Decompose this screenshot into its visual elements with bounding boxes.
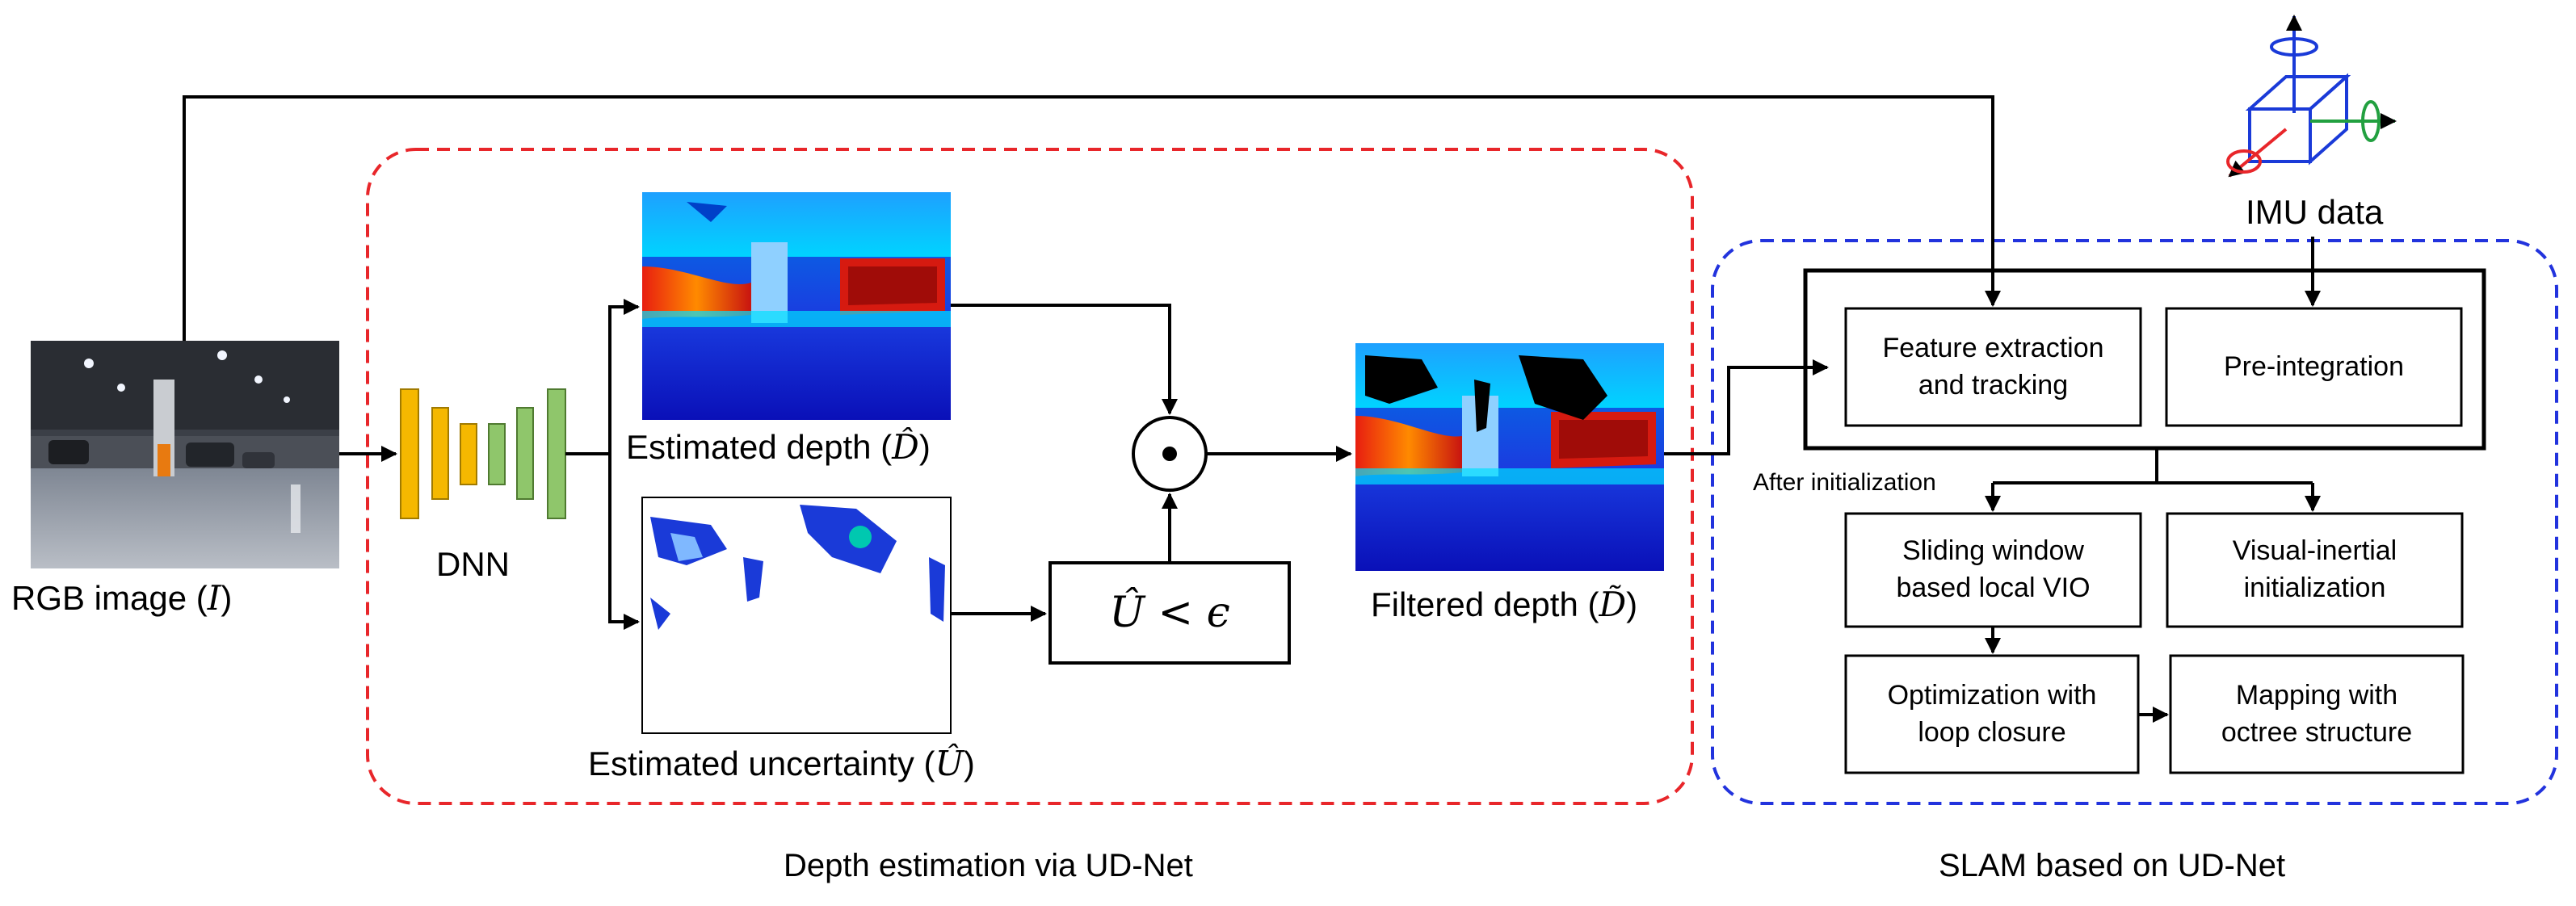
optimization-box — [1844, 654, 2140, 774]
pre-integration-text: Pre-integration — [2223, 350, 2404, 382]
feature-extraction-box — [1844, 307, 2142, 427]
threshold-box — [1048, 561, 1291, 665]
uncertainty-label-close: ) — [963, 745, 975, 782]
slam-group-label: SLAM based on UD-Net — [1939, 848, 2286, 883]
optimization-text: Optimization with loop closure — [1887, 679, 2097, 748]
threshold-expression: Û < ϵ — [1109, 588, 1230, 637]
mapping-text: Mapping with octree structure — [2221, 679, 2413, 748]
pre-integration-box — [2165, 307, 2463, 427]
imu-data-label: IMU data — [2246, 193, 2384, 231]
depth-label-close: ) — [918, 428, 931, 466]
depth-label-text: Estimated depth ( — [626, 428, 893, 466]
filtered-label-text: Filtered depth ( — [1371, 585, 1599, 623]
vi-initialization-text: Visual-inertial initialization — [2232, 535, 2397, 603]
mapping-box — [2169, 654, 2465, 774]
dnn-label: DNN — [436, 545, 510, 583]
sliding-window-box — [1844, 512, 2142, 628]
rgb-image-label: RGB image (I) — [11, 581, 232, 615]
estimated-depth-image — [642, 192, 951, 420]
filtered-depth-label: Filtered depth (D̃) — [1371, 588, 1637, 622]
uncertainty-symbol: Û — [935, 744, 964, 783]
after-initialization-label: After initialization — [1753, 469, 1936, 496]
depth-estimation-group-label: Depth estimation via UD-Net — [784, 848, 1193, 883]
sliding-window-text: Sliding window based local VIO — [1896, 535, 2091, 603]
imu-cube-icon — [2226, 15, 2397, 178]
depth-symbol: D̂ — [892, 427, 919, 467]
rgb-label-close: ) — [221, 579, 233, 617]
filtered-symbol: D̃ — [1599, 585, 1627, 624]
filtered-label-close: ) — [1626, 585, 1638, 623]
vi-initialization-box — [2166, 512, 2464, 628]
dnn-network — [400, 388, 566, 519]
feature-extraction-text: Feature extraction and tracking — [1882, 332, 2104, 401]
rgb-label-text: RGB image ( — [11, 579, 208, 617]
uncertainty-label-text: Estimated uncertainty ( — [588, 745, 935, 782]
depth-estimation-group-box — [366, 148, 1694, 805]
estimated-uncertainty-image — [641, 497, 952, 734]
estimated-uncertainty-label: Estimated uncertainty (Û) — [588, 747, 975, 781]
slam-group-box — [1711, 239, 2558, 805]
rgb-symbol: I — [207, 578, 221, 618]
filtered-depth-image — [1355, 343, 1664, 571]
slam-frontend-box — [1803, 268, 2486, 451]
rgb-image — [31, 341, 339, 568]
estimated-depth-label: Estimated depth (D̂) — [626, 430, 931, 464]
